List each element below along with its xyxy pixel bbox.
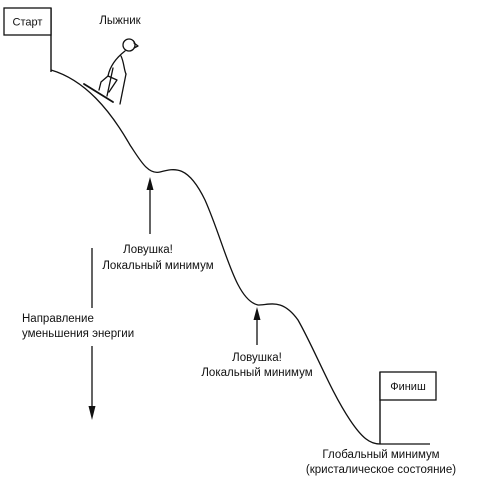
global-minimum-subtitle: (кристалическое состояние): [306, 464, 456, 476]
skier-pole-right: [119, 73, 127, 105]
finish-flag: Финиш: [379, 371, 437, 444]
energy-direction-line1: Направление: [22, 313, 94, 325]
start-flag: Старт: [3, 7, 52, 72]
trap-2-subtitle: Локальный минимум: [201, 367, 312, 379]
trap-2-title: Ловушка!: [232, 352, 282, 364]
global-minimum-title: Глобальный минимум: [322, 449, 439, 461]
trap-1-title: Ловушка!: [123, 244, 173, 256]
trap-2: Ловушка! Локальный минимум: [201, 307, 313, 379]
skier-ski: [83, 83, 114, 103]
start-flag-banner: [3, 7, 52, 36]
skier-nose: [133, 42, 139, 49]
finish-flag-label: Финиш: [390, 381, 426, 393]
trap-1-arrow-head: [146, 177, 154, 190]
finish-flag-banner: [379, 371, 437, 401]
skier-label: Лыжник: [99, 15, 141, 27]
trap-1: Ловушка! Локальный минимум: [102, 177, 214, 272]
start-flag-label: Старт: [13, 17, 43, 29]
energy-direction-arrow: [88, 248, 96, 420]
trap-1-subtitle: Локальный минимум: [102, 260, 213, 272]
skier-figure: [83, 38, 139, 105]
energy-arrow-head: [88, 406, 96, 420]
trap-2-arrow-head: [253, 307, 261, 320]
skier-leg-back: [98, 75, 109, 91]
energy-direction-line2: уменьшения энергии: [22, 328, 134, 340]
skier-leg-front: [107, 75, 118, 93]
skier-head: [122, 38, 136, 52]
skier-pole-left: [106, 67, 114, 97]
energy-curve: [50, 69, 430, 445]
skier-torso: [107, 50, 126, 77]
skier-arm: [120, 55, 127, 75]
